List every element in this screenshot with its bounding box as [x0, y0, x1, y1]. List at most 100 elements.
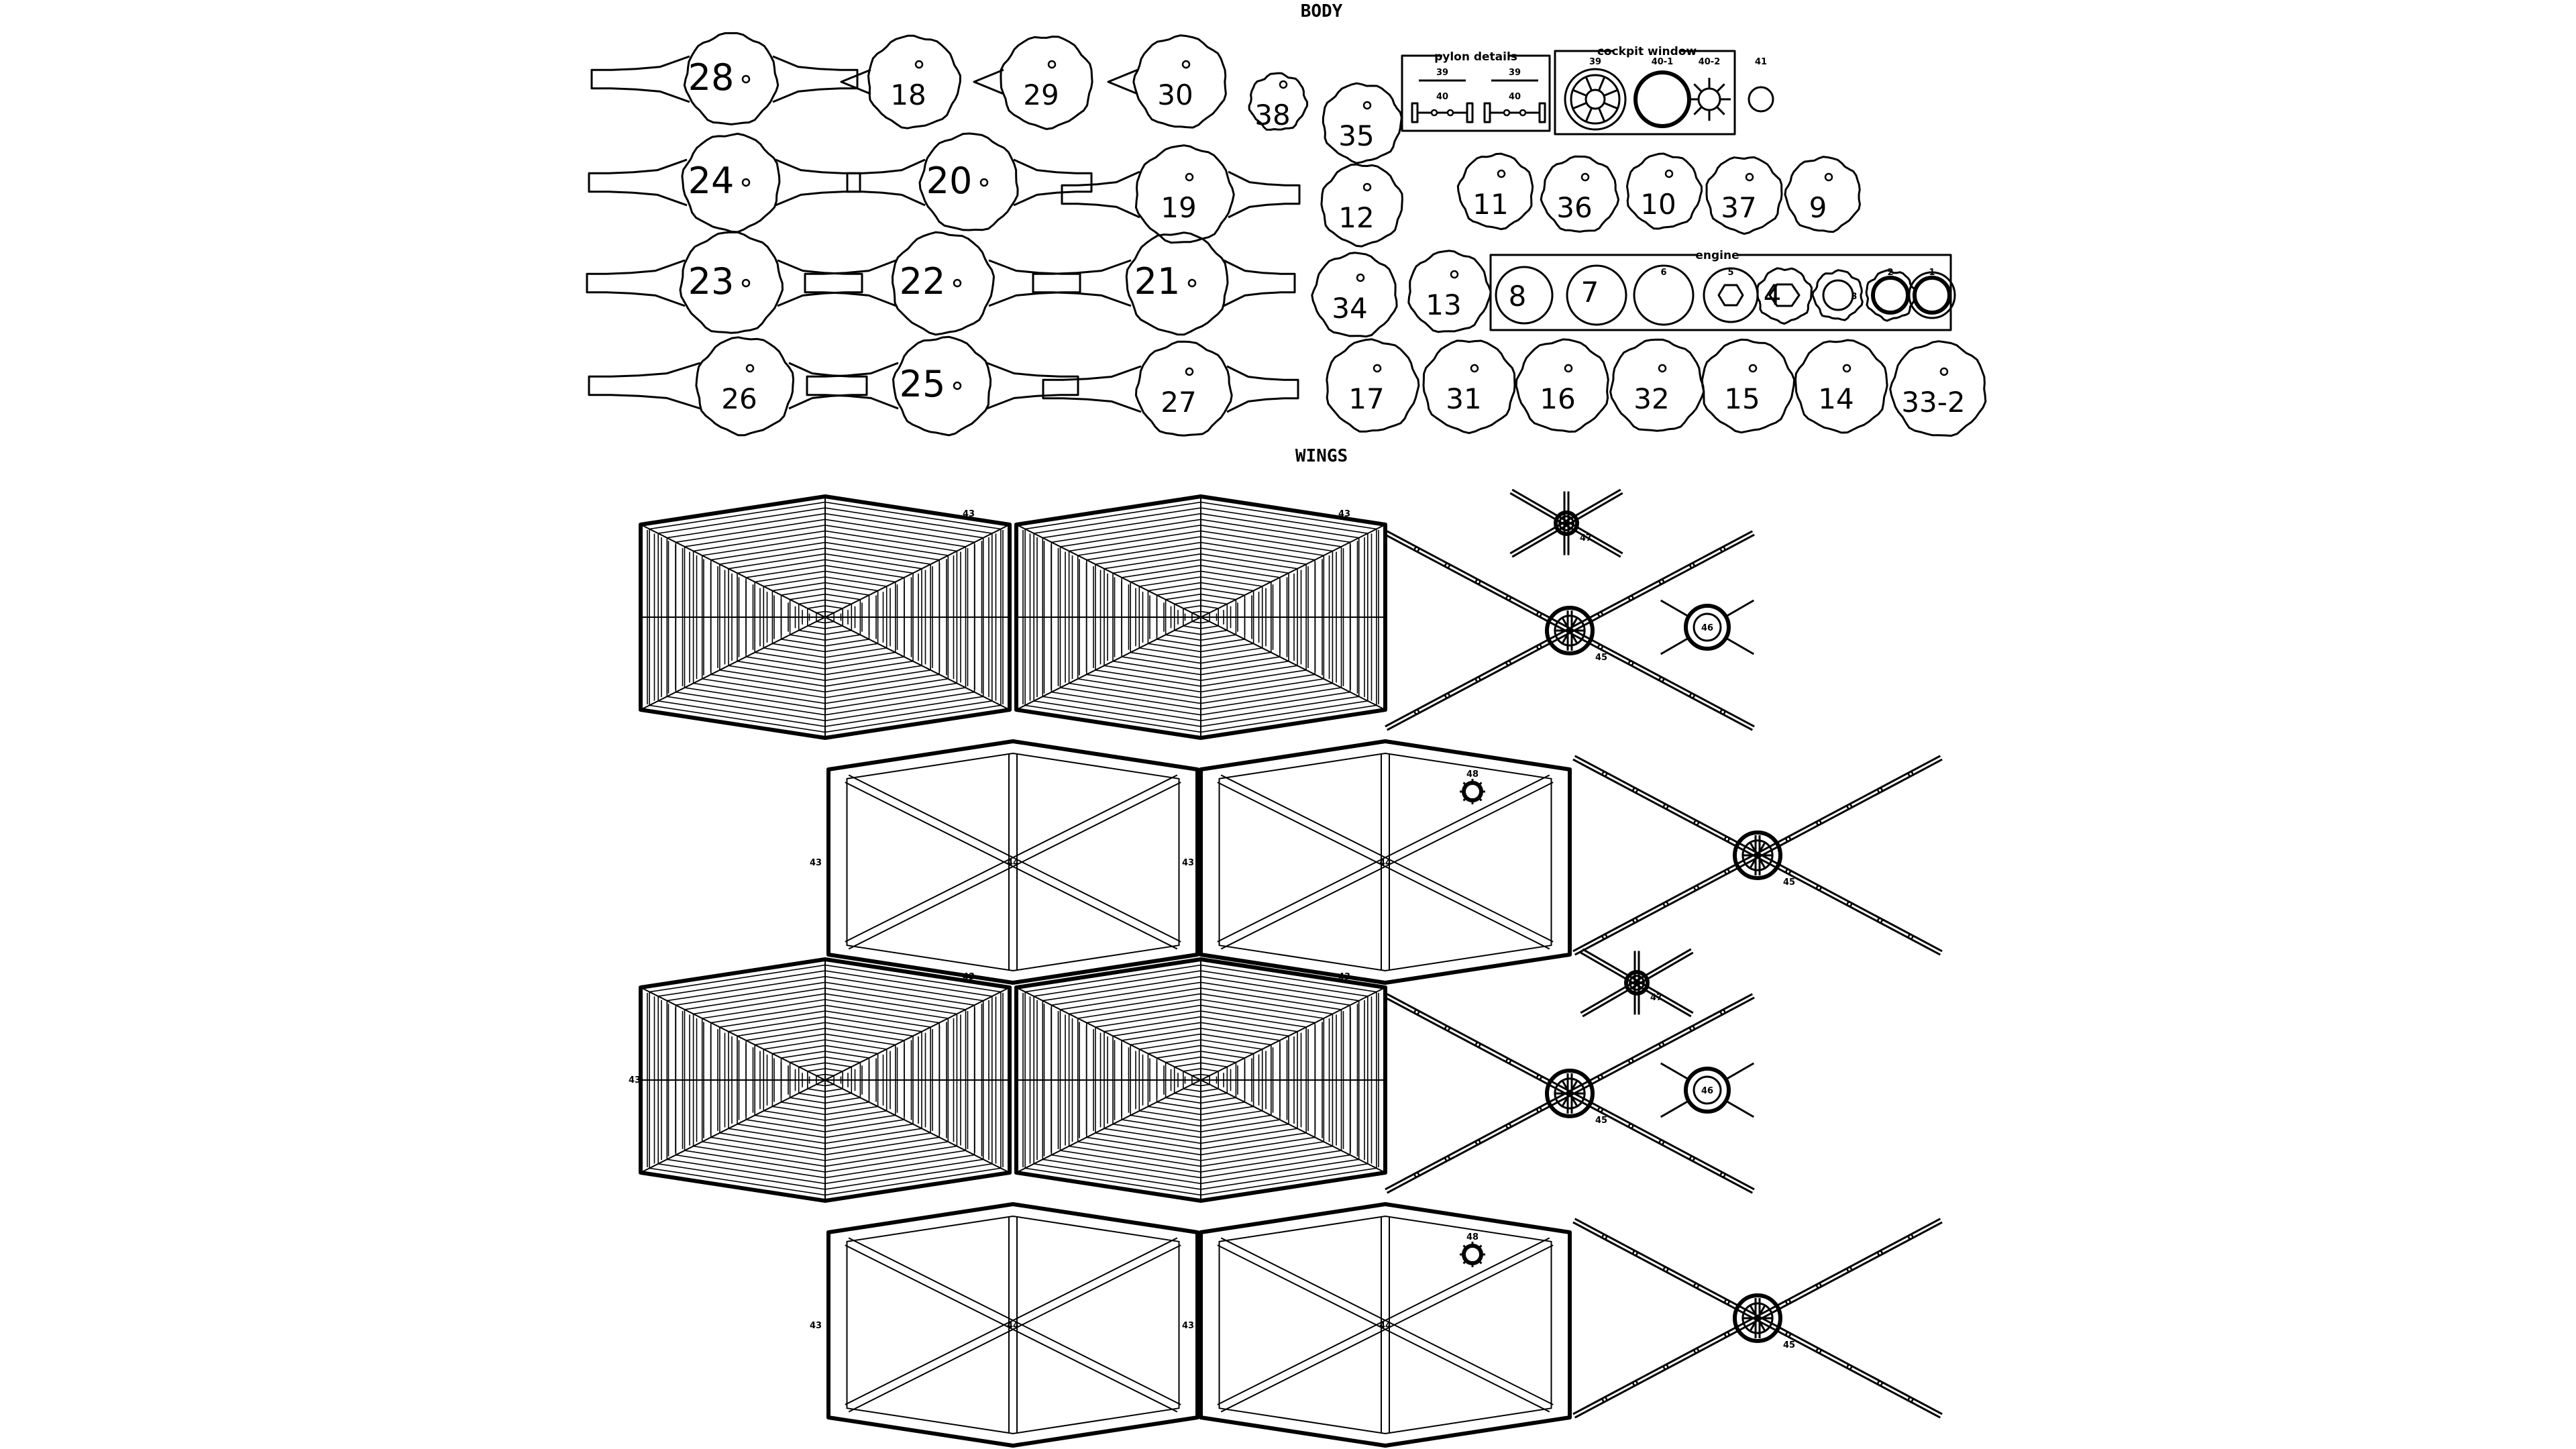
body-part-label: 27	[1161, 386, 1196, 419]
wing-frame-label: 43	[1182, 1321, 1194, 1331]
cockpit-part-label: 40-1	[1652, 57, 1674, 67]
body-part-23: 23	[586, 231, 863, 334]
body-part-21: 21	[1032, 231, 1296, 336]
body-part-9: 9	[1784, 156, 1861, 233]
pylon-part-2: 40	[1411, 92, 1474, 123]
pylon-part-label: 39	[1509, 68, 1521, 78]
body-part-10: 10	[1626, 152, 1703, 230]
wing-hub-2: 47	[1580, 948, 1694, 1018]
pylon-details-title: pylon details	[1434, 50, 1517, 64]
wing-panel-label: 43	[1338, 509, 1350, 519]
body-part-label: 20	[926, 160, 973, 202]
body-part-label: 21	[1134, 260, 1181, 303]
body-part-label: 24	[688, 160, 735, 202]
engine-part-label: 8	[1509, 280, 1527, 313]
engine-part-8: 8	[1495, 266, 1554, 325]
pylon-part-label: 40	[1436, 92, 1448, 102]
gear-label: 48	[1466, 1232, 1479, 1242]
wing-hub-2: 45	[1572, 755, 1943, 956]
body-part-37: 37	[1705, 156, 1783, 235]
body-part-32: 32	[1609, 338, 1705, 432]
body-part-label: 17	[1348, 382, 1384, 415]
body-part-25: 25	[806, 335, 1079, 437]
body-part-label: 18	[890, 78, 926, 111]
wing-hub-label: 45	[1595, 653, 1607, 663]
engine-part-label: 3	[1851, 292, 1857, 302]
wing-hub-label: 47	[1650, 993, 1662, 1003]
body-part-label: 36	[1556, 191, 1592, 224]
cockpit-part-40-1: 40-1	[1633, 57, 1691, 128]
cockpit-part-39: 39	[1564, 57, 1627, 131]
body-part-38: 38	[1248, 72, 1309, 131]
wing-frame-label: 43	[1182, 858, 1194, 868]
body-part-18: 18	[840, 34, 961, 129]
body-part-label: 35	[1338, 119, 1374, 152]
cockpit-part-41: 41	[1748, 57, 1774, 113]
gear-icon: 48	[1460, 1232, 1485, 1267]
wing-frame-center-label: 44	[1379, 858, 1391, 868]
wing-hub-1: 45	[1385, 530, 1755, 731]
body-part-label: 34	[1332, 292, 1367, 325]
wing-frame-label: 43	[810, 858, 822, 868]
pylon-part-0: 39	[1419, 68, 1466, 82]
body-part-label: 31	[1446, 382, 1481, 415]
body-part-36: 36	[1540, 155, 1620, 233]
body-part-label: 10	[1640, 188, 1676, 221]
pylon-part-1: 39	[1491, 68, 1538, 82]
wing-panel-label: 43	[1338, 972, 1350, 982]
wing-frame-3: 44 43	[810, 1202, 1199, 1448]
body-part-26: 26	[588, 336, 868, 437]
engine-part-5: 5	[1703, 267, 1759, 323]
body-part-17: 17	[1326, 338, 1420, 433]
wing-frame-2: 44 43 48	[1182, 739, 1572, 985]
cockpit-part-label: 39	[1589, 57, 1601, 67]
engine-part-label: 2	[1887, 268, 1893, 278]
body-part-28: 28	[590, 32, 859, 125]
section-title-wings: WINGS	[1295, 446, 1348, 466]
body-part-16: 16	[1515, 338, 1609, 433]
wing-panel-label: 43	[963, 972, 975, 982]
body-part-label: 23	[688, 260, 735, 303]
body-part-15: 15	[1701, 338, 1796, 434]
body-part-label: 26	[721, 382, 757, 415]
body-part-label: 29	[1023, 78, 1059, 111]
wing-frame-center-label: 44	[1007, 1321, 1019, 1331]
body-part-29: 29	[973, 36, 1093, 130]
cockpit-window-box: cockpit window 39 40-1 40-2 41	[1554, 45, 1774, 136]
body-part-30: 30	[1107, 34, 1227, 129]
gear-label: 48	[1466, 769, 1479, 780]
wing-hub-3: 45	[1385, 993, 1755, 1194]
engine-title: engine	[1695, 249, 1739, 262]
body-part-33-2: 33-2	[1889, 340, 1987, 437]
wing-hub-label: 45	[1783, 1340, 1795, 1350]
engine-part-6: 6	[1633, 264, 1695, 326]
engine-part-3: 3	[1811, 269, 1864, 321]
wing-solar-panel-4: 43	[1014, 957, 1387, 1203]
body-part-13: 13	[1407, 250, 1492, 333]
cockpit-window-title: cockpit window	[1597, 45, 1697, 58]
engine-part-label: 1	[1929, 268, 1935, 278]
pylon-part-3: 40	[1483, 92, 1546, 123]
cockpit-part-label: 41	[1755, 57, 1767, 67]
wing-hub-label: 45	[1783, 877, 1795, 888]
cockpit-part-40-2: 40-2	[1688, 57, 1731, 121]
wing-ring-label: 46	[1701, 1086, 1713, 1096]
wing-ring-2: 46	[1660, 1062, 1755, 1118]
section-title-body: BODY	[1301, 1, 1343, 21]
body-part-label: 30	[1157, 78, 1193, 111]
pylon-part-label: 39	[1436, 68, 1448, 78]
body-part-22: 22	[804, 231, 1081, 336]
body-part-label: 15	[1724, 382, 1760, 415]
body-part-19: 19	[1061, 144, 1301, 244]
body-part-label: 16	[1540, 382, 1575, 415]
body-part-label: 12	[1338, 201, 1374, 234]
wing-solar-panel-1: 43	[639, 494, 1012, 740]
engine-part-7: 7	[1566, 264, 1627, 326]
body-part-14: 14	[1794, 339, 1888, 434]
body-part-35: 35	[1322, 82, 1403, 164]
wing-ring-label: 46	[1701, 623, 1713, 633]
